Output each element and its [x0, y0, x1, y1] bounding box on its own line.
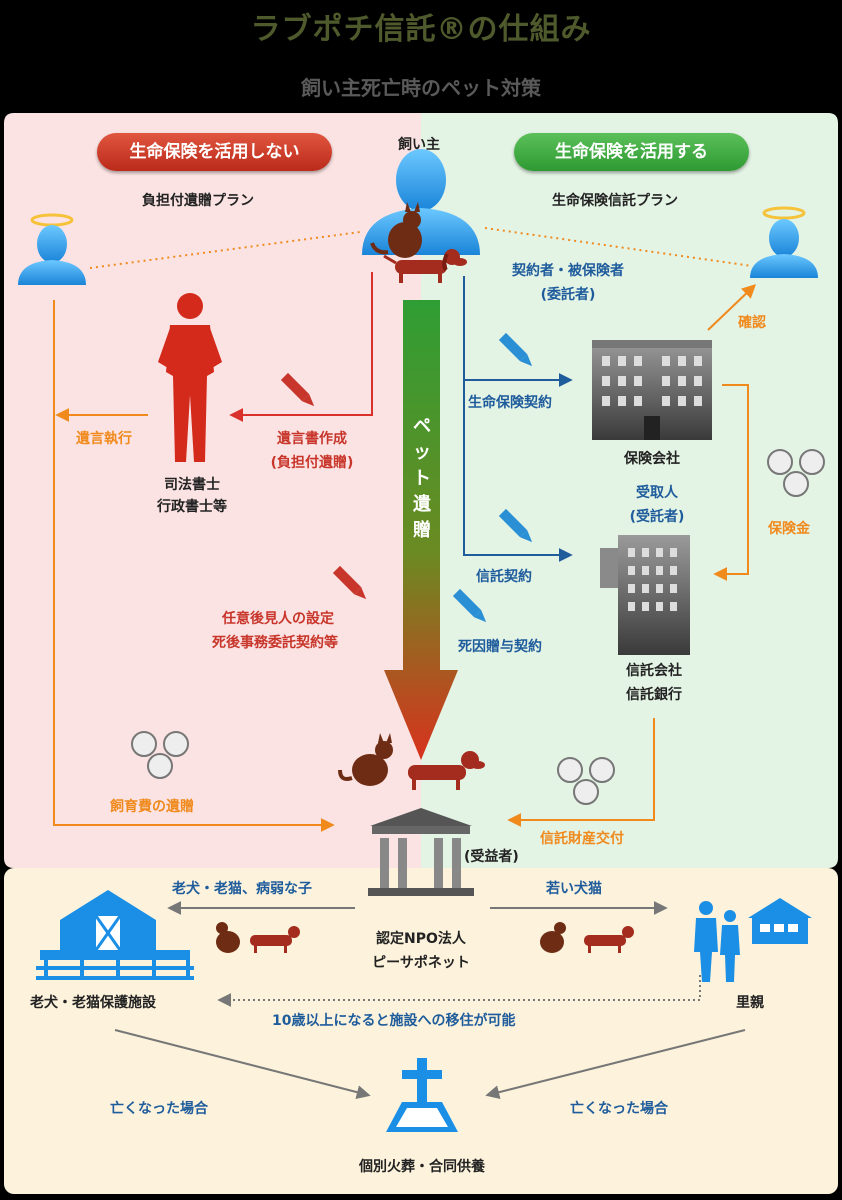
confirm-label: 確認: [738, 315, 766, 331]
page-subtitle: 飼い主死亡時のペット対策: [301, 76, 541, 100]
no-insurance-pill: 生命保険を活用しない: [97, 133, 332, 171]
pen-icon-blue-3: [452, 588, 487, 623]
insurance-building-icon: [592, 340, 712, 440]
contractor-label-1: 契約者・被保険者: [512, 263, 624, 279]
pen-icon-blue-1: [498, 332, 533, 367]
contractor-label-2: (委託者): [540, 287, 596, 303]
recipient-label-2: (受託者): [629, 509, 685, 525]
care-facility-label: 老犬・老猫保護施設: [30, 995, 156, 1011]
pet-bequest-label: ペ ッ ト 遺 贈: [412, 414, 432, 544]
deceased-left-icon: [18, 213, 86, 285]
dog-icon-center: [408, 751, 485, 790]
cat-icon-bottom-right: [540, 922, 566, 953]
pet-bequest-arrow: [384, 300, 458, 760]
memorial-label: 個別火葬・合同供養: [359, 1159, 485, 1175]
left-panel: [4, 113, 421, 868]
foster-house-icon: [748, 898, 812, 944]
page-title: ラブポチ信託®の仕組み: [250, 12, 592, 47]
foster-family-icon: [694, 901, 740, 982]
guardian-label-1: 任意後見人の設定: [222, 611, 334, 627]
trust-building-icon: [600, 535, 690, 655]
beneficiary-label: (受益者): [464, 849, 519, 865]
npo-building-icon: [368, 808, 474, 896]
pet-bequest-char-4: 遺: [413, 494, 431, 515]
arrow-insurance-contract: [463, 276, 573, 562]
owner-label: 飼い主: [398, 137, 440, 153]
arrow-transfer: [217, 975, 701, 1007]
arrow-trust-delivery: [507, 718, 655, 827]
foster-label: 里親: [736, 995, 764, 1011]
died-right-label: 亡くなった場合: [570, 1101, 668, 1117]
with-insurance-pill: 生命保険を活用する: [514, 133, 749, 171]
money-bags-icon-left: [131, 731, 189, 779]
arrow-insurance-money: [713, 384, 749, 581]
guardian-label-2: 死後事務委託契約等: [212, 635, 338, 651]
insurance-money-label: 保険金: [768, 521, 810, 537]
gift-contract-label: 死因贈与契約: [458, 639, 542, 655]
insurer-label: 保険会社: [624, 451, 680, 467]
scrivener-label-2: 行政書士等: [157, 499, 227, 515]
recipient-label-1: 受取人: [636, 485, 678, 501]
deceased-right-icon: [750, 206, 818, 278]
dog-icon-bottom-left: [250, 926, 300, 953]
owner-dog-icon: [383, 249, 467, 283]
young-pets-label: 若い犬猫: [546, 881, 602, 897]
right-plan-name: 生命保険信託プラン: [552, 193, 678, 209]
transfer-note: 10歳以上になると施設への移住が可能: [272, 1013, 516, 1029]
pet-bequest-char-5: 贈: [413, 520, 431, 541]
bottom-panel: [4, 868, 838, 1194]
arrow-owner-to-will: [229, 272, 373, 422]
scrivener-icon: [158, 293, 222, 462]
dog-icon-bottom-right: [584, 926, 634, 953]
will-creation-label-1: 遺言書作成: [277, 431, 347, 447]
pen-icon-red: [280, 372, 315, 407]
owner-cat-icon: [370, 202, 422, 258]
npo-label-2: ピーサポネット: [372, 955, 470, 971]
old-pets-label: 老犬・老猫、病弱な子: [172, 881, 312, 897]
bequest-costs-label: 飼育費の遺贈: [110, 799, 194, 815]
pet-bequest-char-2: ッ: [413, 442, 431, 463]
right-panel: [421, 113, 838, 868]
left-plan-name: 負担付遺贈プラン: [142, 193, 254, 209]
arrow-facility-to-memorial: [114, 1029, 371, 1099]
pen-icon-blue-2: [498, 508, 533, 543]
memorial-icon: [386, 1058, 458, 1132]
cat-icon-bottom-left: [216, 922, 240, 953]
pet-bequest-char-3: ト: [413, 468, 431, 489]
trust-delivery-label: 信託財産交付: [540, 831, 624, 847]
money-bags-icon-right: [767, 449, 825, 497]
arrow-bequest-costs: [53, 300, 335, 832]
scrivener-label-1: 司法書士: [164, 477, 220, 493]
will-creation-label-2: (負担付遺贈): [270, 455, 354, 471]
cat-icon-center: [338, 733, 393, 786]
will-execution-label: 遺言執行: [76, 431, 132, 447]
npo-label-1: 認定NPO法人: [376, 931, 466, 947]
pet-bequest-char-1: ペ: [413, 416, 431, 437]
arrow-foster-to-memorial: [485, 1029, 746, 1100]
facility-icon: [36, 890, 194, 980]
trust-company-label-1: 信託会社: [626, 663, 682, 679]
died-left-label: 亡くなった場合: [110, 1101, 208, 1117]
owner-icon: [362, 149, 480, 255]
insurance-contract-label: 生命保険契約: [468, 395, 552, 411]
trust-company-label-2: 信託銀行: [626, 687, 682, 703]
pen-icon-red-2: [332, 565, 367, 600]
arrow-confirm: [707, 284, 757, 331]
money-bags-icon-center: [557, 757, 615, 805]
trust-contract-label: 信託契約: [476, 569, 532, 585]
